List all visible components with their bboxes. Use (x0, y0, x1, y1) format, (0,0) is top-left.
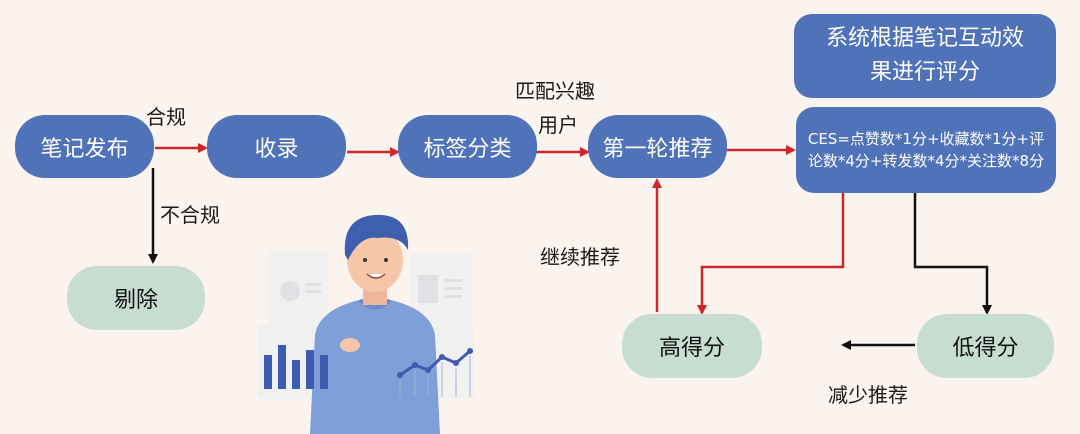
label-compliant: 合规 (146, 105, 186, 129)
node-remove: 剔除 (67, 266, 205, 330)
node-system-score-label: 系统根据笔记互动效果进行评分 (825, 26, 1024, 85)
label-reduce-recommend: 减少推荐 (828, 383, 908, 407)
node-publish-label: 笔记发布 (40, 136, 129, 162)
node-ces-formula: CES=点赞数*1分+收藏数*1分+评论数*4分+转发数*4分*关注数*8分 (796, 107, 1056, 193)
node-system-score: 系统根据笔记互动效果进行评分 (794, 14, 1056, 98)
node-high-score: 高得分 (622, 314, 762, 378)
arrow-ces-to-low-score (913, 192, 992, 315)
node-tagging: 标签分类 (398, 115, 537, 178)
node-first-recommend: 第一轮推荐 (588, 115, 727, 178)
node-high-score-label: 高得分 (658, 336, 725, 361)
person-with-charts-illustration (258, 214, 474, 434)
label-match-interest: 匹配兴趣 (515, 79, 595, 103)
label-non-compliant: 不合规 (160, 203, 220, 227)
node-tagging-label: 标签分类 (423, 136, 512, 162)
node-include-label: 收录 (254, 136, 299, 162)
arrow-ces-to-high-score (697, 192, 845, 315)
node-low-score: 低得分 (917, 314, 1054, 378)
label-continue-recommend: 继续推荐 (540, 245, 620, 269)
node-first-recommend-label: 第一轮推荐 (602, 136, 713, 162)
node-include: 收录 (207, 115, 346, 178)
label-users: 用户 (538, 113, 578, 137)
node-low-score-label: 低得分 (952, 336, 1019, 361)
node-ces-formula-label: CES=点赞数*1分+收藏数*1分+评论数*4分+转发数*4分*关注数*8分 (807, 130, 1045, 170)
node-remove-label: 剔除 (113, 288, 158, 313)
node-publish: 笔记发布 (15, 115, 154, 178)
